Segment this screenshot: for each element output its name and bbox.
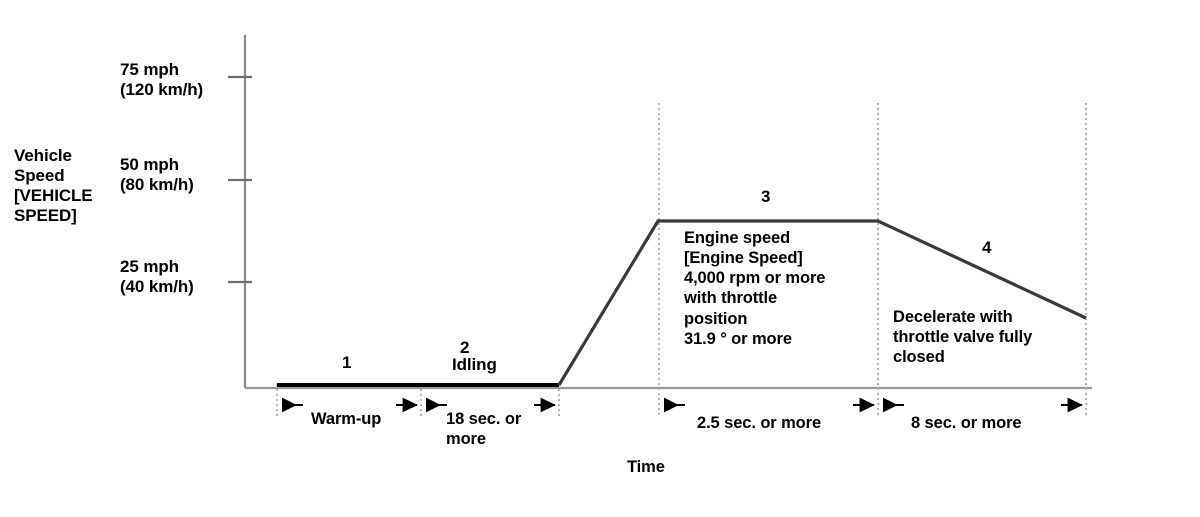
guide-lines <box>276 103 1087 416</box>
step-3-condition-note: Engine speed [Engine Speed] 4,000 rpm or… <box>684 229 826 348</box>
trace-accel-cruise-decel <box>557 219 1087 386</box>
speed-trace <box>277 219 1087 387</box>
y-axis <box>228 35 252 388</box>
duration-label-decel: 8 sec. or more <box>911 414 1022 432</box>
duration-label-warmup: Warm-up <box>311 410 382 428</box>
step-number-1: 1 <box>342 353 352 372</box>
step-4-condition-note: Decelerate with throttle valve fully clo… <box>893 308 1033 367</box>
duration-label-idling: 18 sec. or more <box>446 410 522 448</box>
y-tick-label-75: 75 mph (120 km/h) <box>120 60 204 100</box>
x-axis-title: Time <box>627 458 665 476</box>
duration-label-cruise: 2.5 sec. or more <box>697 414 822 432</box>
step-number-4: 4 <box>982 238 992 257</box>
y-axis-title: Vehicle Speed [VEHICLE SPEED] <box>14 146 93 226</box>
y-tick-label-50: 50 mph (80 km/h) <box>120 155 194 195</box>
step-label-idling: Idling <box>452 355 497 374</box>
y-tick-label-25: 25 mph (40 km/h) <box>120 257 194 297</box>
step-number-3: 3 <box>761 187 771 206</box>
step-number-2: 2 <box>460 338 470 357</box>
